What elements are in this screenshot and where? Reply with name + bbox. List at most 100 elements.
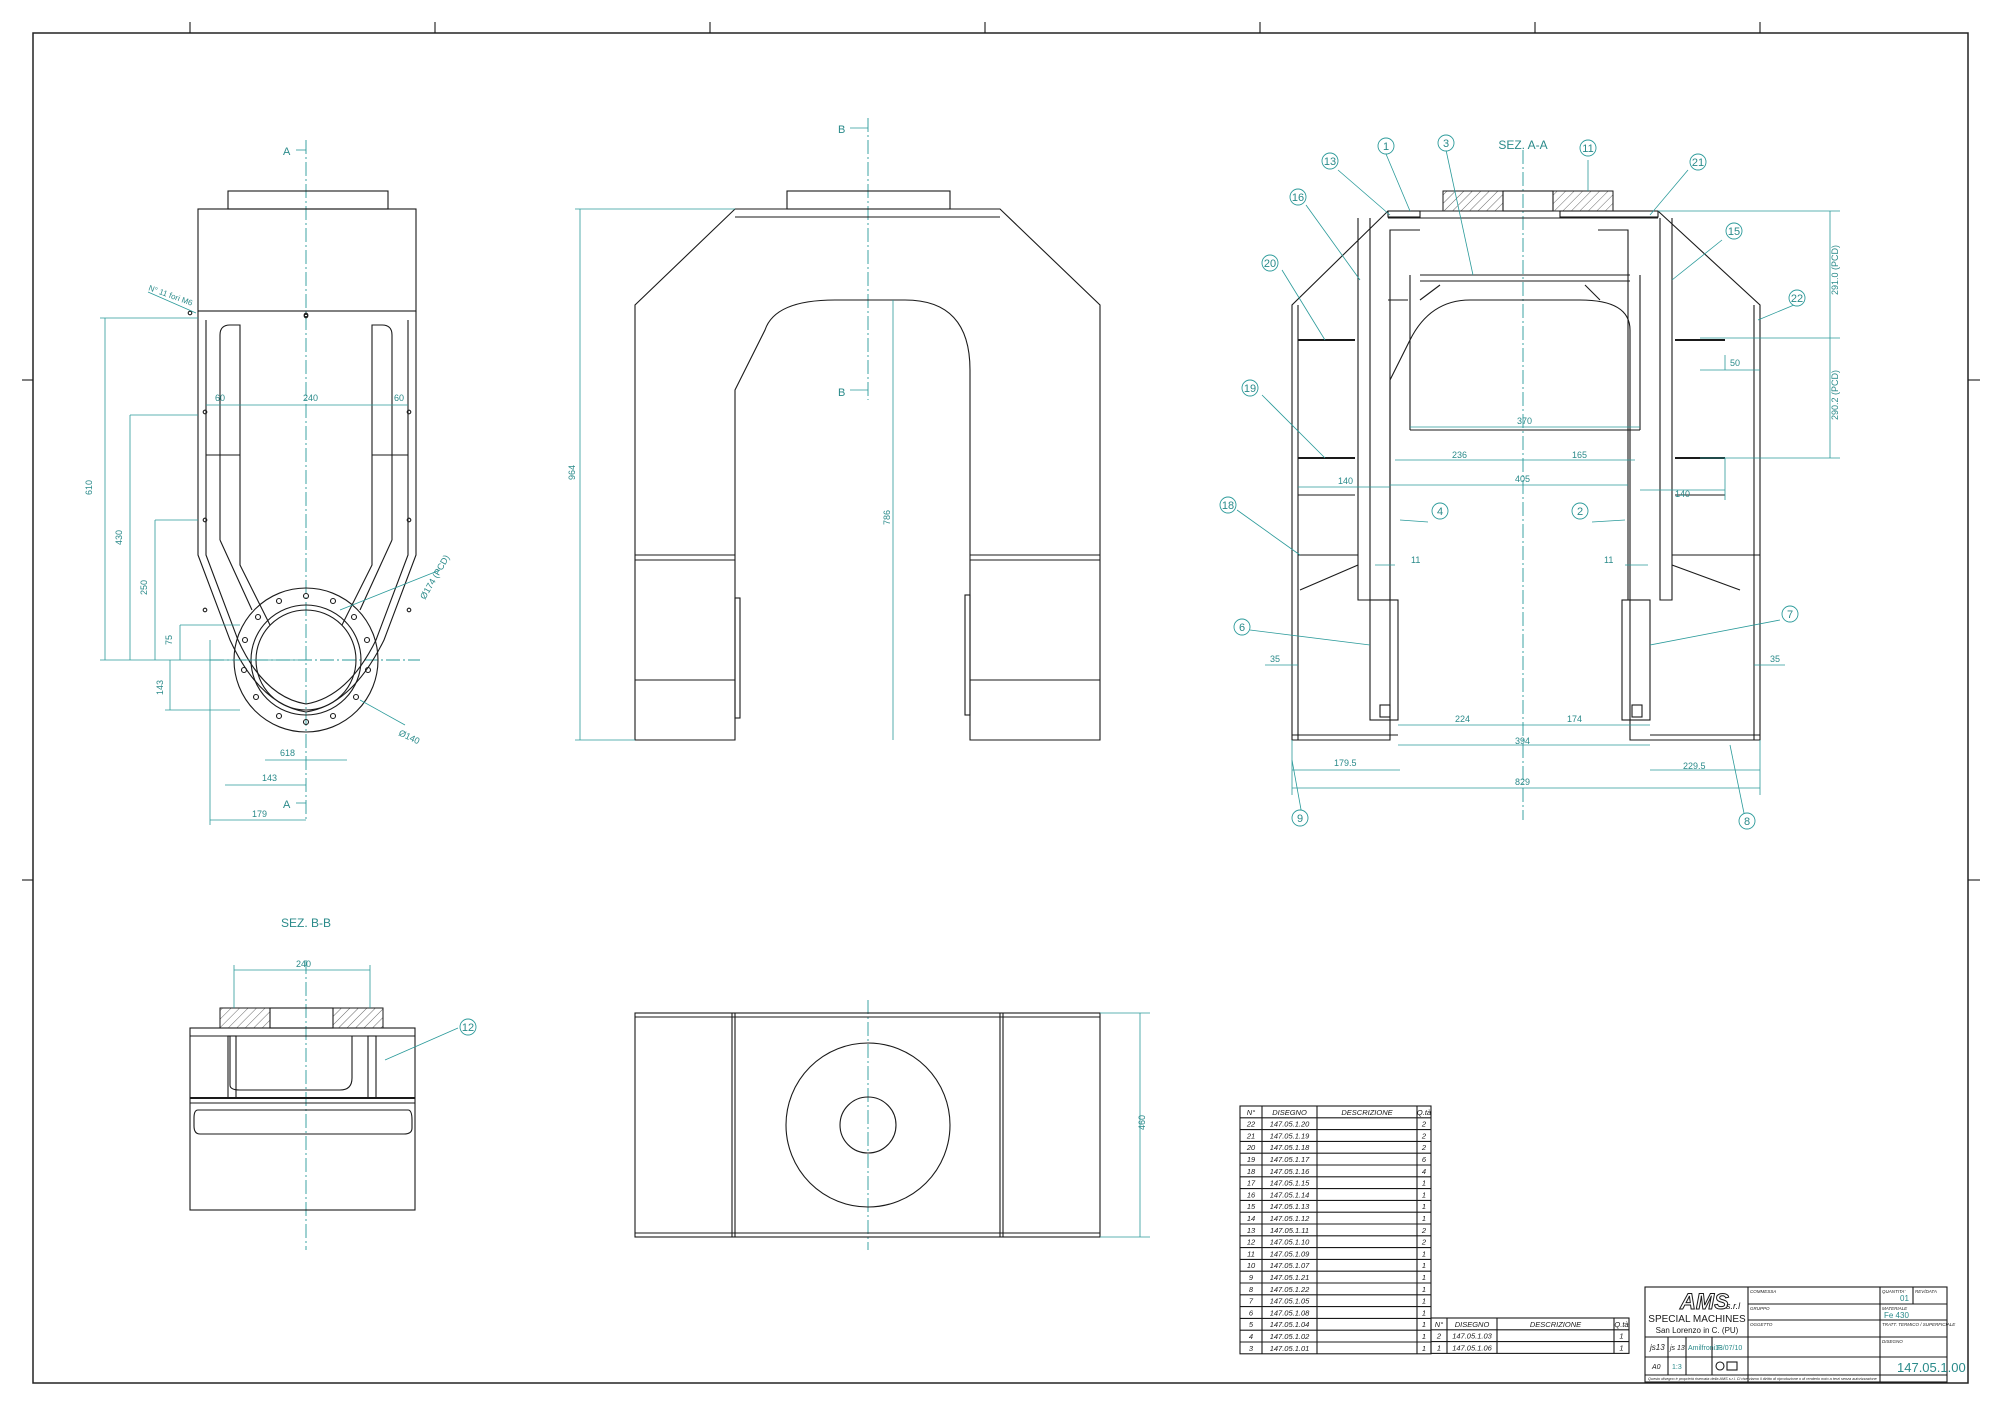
dim-165: 165: [1572, 450, 1587, 460]
bom-cell: 147.05.1.11: [1270, 1226, 1309, 1235]
bom-cell: 2: [1436, 1332, 1442, 1341]
balloon-12: 12: [459, 1018, 477, 1036]
bom-cell: 1: [1422, 1190, 1426, 1199]
dim-50: 50: [1730, 358, 1740, 368]
dim-240: 240: [303, 393, 318, 403]
label-disegno: DISEGNO: [1882, 1339, 1903, 1344]
bom-cell: 147.05.1.14: [1270, 1190, 1310, 1199]
bom-header-cell: Q.tà: [1417, 1108, 1431, 1117]
bom-cell: 147.05.1.21: [1270, 1273, 1310, 1282]
dim-179: 179: [252, 809, 267, 819]
bom-cell: 1: [1422, 1249, 1426, 1258]
bom-cell: 21: [1246, 1131, 1255, 1140]
scale: 1:3: [1672, 1364, 1682, 1371]
bom-cell: 1: [1437, 1343, 1441, 1352]
bom-header-cell: N°: [1435, 1320, 1443, 1329]
side-view: A A: [84, 140, 451, 825]
company-logo: AMS: [1679, 1289, 1729, 1314]
dim-75: 75: [164, 635, 174, 645]
dim-618: 618: [280, 748, 295, 758]
bom-cell: 1: [1422, 1273, 1426, 1282]
date: 13/07/10: [1715, 1345, 1742, 1352]
balloon-label: 12: [462, 1022, 474, 1034]
bom-cell: 147.05.1.16: [1270, 1167, 1310, 1176]
bom-cell: 8: [1249, 1285, 1254, 1294]
hole-note: N° 11 fori M6: [147, 283, 194, 307]
bom-cell: 1: [1422, 1202, 1426, 1211]
dim-dia-140: Ø140: [397, 728, 421, 746]
bom-header-cell: DISEGNO: [1272, 1108, 1307, 1117]
bom-cell: 1: [1422, 1179, 1426, 1188]
bom-cell: 9: [1249, 1273, 1254, 1282]
label-trattamento: TRATT. TERMICO / SUPERFICIALE: [1882, 1322, 1956, 1327]
bom-header-cell: N°: [1247, 1108, 1255, 1117]
dim-2295: 229.5: [1683, 761, 1706, 771]
tolerance-2: js 13: [1669, 1345, 1685, 1352]
company-city: San Lorenzo in C. (PU): [1656, 1326, 1739, 1335]
bom-cell: 1: [1422, 1332, 1426, 1341]
bom-cell: 147.05.1.03: [1452, 1332, 1492, 1341]
bom-cell: 147.05.1.18: [1270, 1143, 1310, 1152]
company-line: SPECIAL MACHINES: [1648, 1314, 1746, 1325]
bom-cell: 1: [1422, 1214, 1426, 1223]
dim-786: 786: [882, 510, 892, 525]
bom-cell: 15: [1247, 1202, 1256, 1211]
dim-964: 964: [567, 465, 577, 480]
bom-cell: 147.05.1.01: [1270, 1344, 1310, 1353]
dim-143: 143: [262, 773, 277, 783]
bom-cell: 147.05.1.13: [1270, 1202, 1310, 1211]
balloon-label: 21: [1692, 157, 1704, 169]
dim-291-pcd: 291.0 (PCD): [1830, 245, 1840, 295]
dim-430: 430: [114, 530, 124, 545]
balloon-label: 8: [1744, 816, 1750, 828]
bom-cell: 7: [1249, 1297, 1254, 1306]
dim-140-right: 140: [1675, 489, 1690, 499]
dim-460: 460: [1137, 1115, 1147, 1130]
bom-header-cell: DESCRIZIONE: [1341, 1108, 1393, 1117]
section-aa-title: SEZ. A-A: [1498, 138, 1547, 152]
dim-35-right: 35: [1770, 654, 1780, 664]
bom-cell: 147.05.1.05: [1270, 1297, 1310, 1306]
bom-cell: 4: [1249, 1332, 1253, 1341]
bom-header-cell: DESCRIZIONE: [1530, 1320, 1582, 1329]
value-quantita: 01: [1900, 1294, 1909, 1303]
balloon-label: 3: [1443, 138, 1449, 150]
balloon-2: 2: [1571, 502, 1589, 520]
balloon-20: 20: [1261, 254, 1279, 272]
bom-cell: 147.05.1.15: [1270, 1179, 1310, 1188]
balloon-6: 6: [1233, 618, 1251, 636]
dim-60-right: 60: [394, 393, 404, 403]
dim-35-left: 35: [1270, 654, 1280, 664]
bom-cell: 16: [1247, 1190, 1256, 1199]
title-block: AMS s.r.l SPECIAL MACHINES San Lorenzo i…: [1644, 1286, 1966, 1383]
balloon-8: 8: [1738, 812, 1756, 830]
bom-cell: 147.05.1.02: [1270, 1332, 1310, 1341]
bom-cell: 4: [1422, 1167, 1426, 1176]
balloon-15: 15: [1725, 222, 1743, 240]
bom-cell: 147.05.1.20: [1270, 1120, 1310, 1129]
balloon-label: 9: [1297, 813, 1303, 825]
balloon-19: 19: [1241, 379, 1259, 397]
bom-cell: 1: [1422, 1344, 1426, 1353]
bom-cell: 1: [1422, 1297, 1426, 1306]
balloon-label: 6: [1239, 622, 1245, 634]
bom-cell: 13: [1247, 1226, 1256, 1235]
balloon-18: 18: [1219, 496, 1237, 514]
bom-cell: 147.05.1.06: [1452, 1343, 1492, 1352]
balloon-11: 11: [1579, 139, 1597, 157]
bom-cell: 147.05.1.22: [1270, 1285, 1310, 1294]
bom-header-cell: Q.tà: [1614, 1320, 1628, 1329]
bom-header-cell: DISEGNO: [1455, 1320, 1490, 1329]
dim-236: 236: [1452, 450, 1467, 460]
bom-cell: 18: [1247, 1167, 1256, 1176]
section-a-a-view: SEZ. A-A: [1236, 138, 1840, 820]
label-quantita: QUANTITA': [1882, 1289, 1905, 1294]
bom-cell: 20: [1246, 1143, 1256, 1152]
bom-cell: 11: [1247, 1249, 1255, 1258]
drawing-frame: [22, 22, 1980, 1384]
dim-1795: 179.5: [1334, 758, 1357, 768]
